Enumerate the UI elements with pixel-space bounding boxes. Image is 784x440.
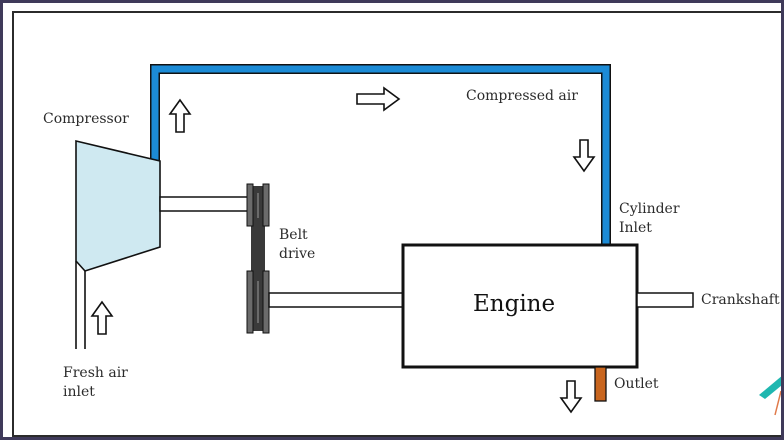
arrow-up-icon [168, 98, 192, 133]
crankshaft [636, 292, 694, 308]
supercharger-diagram [75, 64, 781, 416]
engine-block [401, 243, 639, 369]
arrow-right-icon [356, 86, 401, 112]
corner-logo-icon [759, 376, 781, 416]
compressor-label: Compressor [43, 111, 129, 127]
compressed-air-label: Compressed air [466, 88, 578, 104]
compressor-shaft [159, 196, 253, 212]
diagram-frame [12, 11, 781, 437]
fresh-air-inlet-label: Fresh air inlet [63, 365, 128, 400]
compressed-air-duct [150, 64, 611, 247]
outlet-label: Outlet [614, 376, 659, 392]
compressor-body [75, 139, 161, 272]
crankshaft-label: Crankshaft [701, 292, 780, 308]
engine-label: Engine [473, 291, 556, 317]
arrow-up-icon [90, 300, 114, 335]
arrow-down-icon [572, 139, 596, 173]
outlet-pipe [594, 366, 607, 402]
arrow-down-icon [559, 380, 583, 414]
belt-drive [246, 183, 270, 334]
cylinder-inlet-label: Cylinder Inlet [619, 201, 680, 236]
fresh-air-inlet-pipe [75, 261, 86, 349]
engine-input-shaft [268, 292, 404, 308]
belt-drive-label: Belt drive [279, 227, 316, 262]
